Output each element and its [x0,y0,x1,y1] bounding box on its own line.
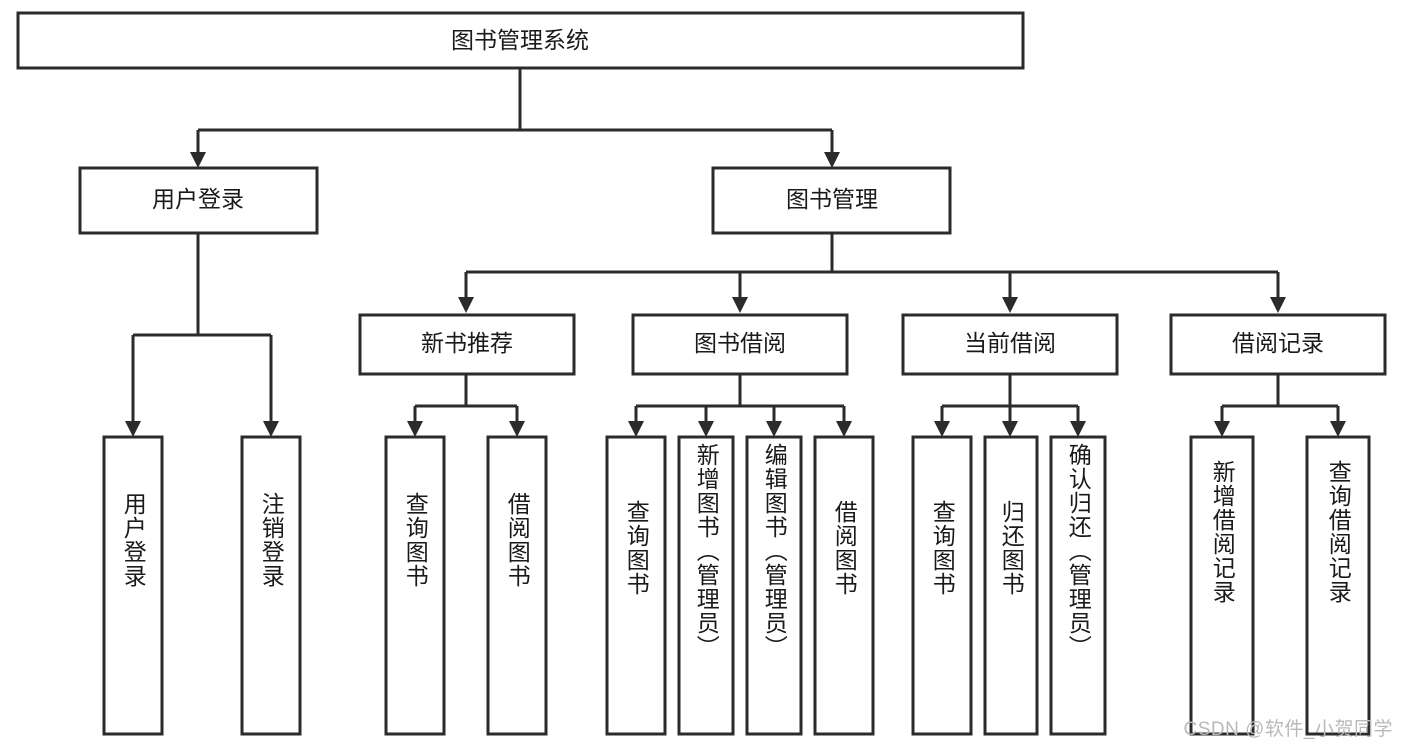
node-new-book-recommend[interactable]: 新书推荐 [358,313,576,376]
arrowhead-user-login [190,152,206,168]
connector-group-user-login [125,233,279,437]
node-book-borrow-box[interactable] [631,313,849,376]
arrowhead-leaf-user-login [125,421,141,437]
node-book-borrow[interactable]: 图书借阅 [631,313,849,376]
arrowhead-leaf-return-book [1002,421,1018,437]
connector-group-root [190,68,840,168]
arrowhead-borrow-record [1270,297,1286,313]
node-user-login-label: 用户登录 [152,186,244,212]
node-new-book-recommend-label: 新书推荐 [421,330,513,356]
arrowhead-leaf-edit-book [766,421,782,437]
arrowhead-leaf-query-book-2 [628,421,644,437]
arrowhead-leaf-query-book-3 [934,421,950,437]
node-borrow-record-label: 借阅记录 [1232,330,1324,356]
connector-group-book-manage [458,233,1286,313]
connector-group-book-borrow [628,374,852,437]
node-leaf-query-book-3-box[interactable] [911,435,973,736]
arrowhead-leaf-borrow-book-1 [509,421,525,437]
node-leaf-query-book-2-box[interactable] [605,435,667,736]
arrowhead-leaf-add-record [1214,421,1230,437]
node-leaf-confirm-return-box[interactable] [1049,435,1107,736]
node-leaf-query-record-box[interactable] [1305,435,1371,736]
node-borrow-record-box[interactable] [1169,313,1387,376]
node-leaf-query-book-1-box[interactable] [384,435,446,736]
node-borrow-record[interactable]: 借阅记录 [1169,313,1387,376]
node-book-borrow-label: 图书借阅 [694,330,786,356]
connector-group-current-borrow [934,374,1086,437]
node-book-manage[interactable]: 图书管理 [711,166,952,235]
node-book-manage-label: 图书管理 [786,186,878,212]
node-leaf-edit-book-box[interactable] [745,435,803,736]
arrowhead-leaf-borrow-book-2 [836,421,852,437]
node-leaf-add-book-box[interactable] [677,435,735,736]
node-leaf-borrow-book-1-box[interactable] [486,435,548,736]
arrowhead-leaf-logout-login [263,421,279,437]
connector-group-new-book-recommend [407,374,525,437]
node-current-borrow-box[interactable] [901,313,1119,376]
node-current-borrow[interactable]: 当前借阅 [901,313,1119,376]
connector-group-borrow-record [1214,374,1346,437]
arrowhead-new-book-recommend [458,297,474,313]
node-root-box[interactable] [16,11,1025,70]
node-leaf-return-book-box[interactable] [983,435,1039,736]
node-root[interactable]: 图书管理系统 [16,11,1025,70]
arrowhead-leaf-query-record [1330,421,1346,437]
node-leaf-borrow-book-2-box[interactable] [813,435,875,736]
node-leaf-add-record-box[interactable] [1189,435,1255,736]
node-root-label: 图书管理系统 [451,27,589,53]
node-leaf-user-login-box[interactable] [102,435,164,736]
arrowhead-book-borrow [732,297,748,313]
arrowhead-leaf-confirm-return [1070,421,1086,437]
node-user-login[interactable]: 用户登录 [78,166,319,235]
arrowhead-leaf-add-book [698,421,714,437]
node-current-borrow-label: 当前借阅 [964,330,1056,356]
node-user-login-box[interactable] [78,166,319,235]
node-new-book-recommend-box[interactable] [358,313,576,376]
arrowhead-current-borrow [1002,297,1018,313]
node-book-manage-box[interactable] [711,166,952,235]
arrowhead-book-manage [824,152,840,168]
node-leaf-logout-login-box[interactable] [240,435,302,736]
arrowhead-leaf-query-book-1 [407,421,423,437]
csdn-watermark: CSDN @软件_小贺同学 [1183,719,1393,740]
